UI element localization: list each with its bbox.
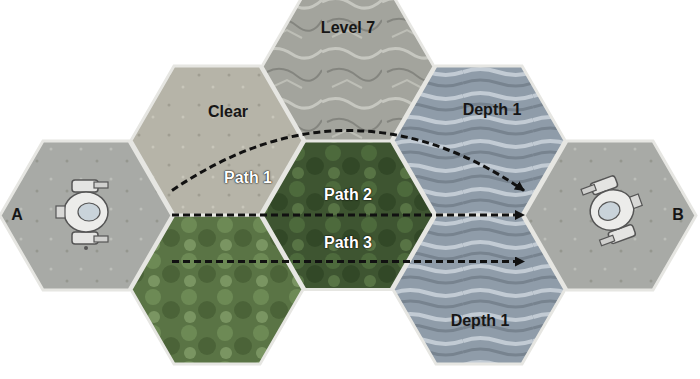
hex-label: Clear (208, 103, 248, 121)
hex-label: Depth 1 (463, 101, 522, 119)
path-label: Path 1 (224, 169, 272, 187)
hex-outline (393, 215, 565, 364)
hex-label: B (672, 206, 684, 224)
water-hex: Depth 1 (393, 215, 565, 364)
path-label: Path 3 (324, 234, 372, 252)
line-of-sight-arrow (172, 260, 524, 263)
hex-label: Level 7 (321, 19, 375, 37)
hex-label: Depth 1 (451, 312, 510, 330)
hex-label: A (11, 206, 23, 224)
path-label: Path 2 (324, 186, 372, 204)
